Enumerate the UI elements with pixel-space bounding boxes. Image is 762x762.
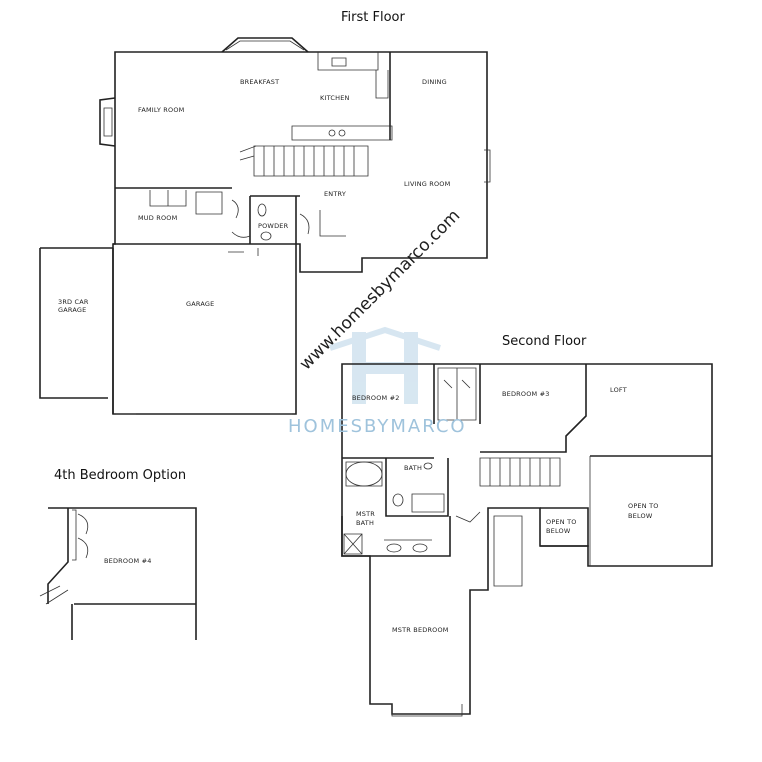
room-third-car-garage: 3RD CAR bbox=[58, 298, 89, 306]
room-family: FAMILY ROOM bbox=[138, 106, 184, 114]
room-kitchen: KITCHEN bbox=[320, 94, 350, 102]
homesbymarco-logo bbox=[329, 326, 441, 404]
room-bedroom-3: BEDROOM #3 bbox=[502, 390, 550, 398]
room-breakfast: BREAKFAST bbox=[240, 78, 279, 86]
room-mstr-bedroom: MSTR BEDROOM bbox=[392, 626, 449, 634]
room-garage: GARAGE bbox=[186, 300, 214, 308]
room-mud: MUD ROOM bbox=[138, 214, 177, 222]
room-bedroom-2: BEDROOM #2 bbox=[352, 394, 400, 402]
watermark-brand: HOMESBYMARCO bbox=[288, 416, 467, 437]
bedroom-option-title: 4th Bedroom Option bbox=[54, 468, 187, 483]
room-open-below-1: OPEN TO bbox=[628, 502, 659, 510]
first-floor-title: First Floor bbox=[341, 10, 405, 25]
bedroom-option-plan bbox=[39, 507, 197, 640]
room-third-car-garage-2: GARAGE bbox=[58, 306, 86, 314]
room-dining: DINING bbox=[422, 78, 447, 86]
room-powder: POWDER bbox=[258, 222, 289, 230]
room-open-below-2b: BELOW bbox=[546, 527, 571, 535]
room-bath: BATH bbox=[404, 464, 422, 472]
room-mstr-bath-1: MSTR bbox=[356, 510, 375, 518]
room-living: LIVING ROOM bbox=[404, 180, 450, 188]
first-floor-plan bbox=[39, 37, 491, 415]
room-bedroom-4: BEDROOM #4 bbox=[104, 557, 152, 565]
room-entry: ENTRY bbox=[324, 190, 346, 198]
room-open-below-2: OPEN TO bbox=[546, 518, 577, 526]
room-mstr-bath-2: BATH bbox=[356, 519, 374, 527]
second-floor-title: Second Floor bbox=[502, 334, 587, 349]
second-floor-plan bbox=[341, 363, 713, 717]
room-loft: LOFT bbox=[610, 386, 627, 394]
room-open-below-1b: BELOW bbox=[628, 512, 653, 520]
